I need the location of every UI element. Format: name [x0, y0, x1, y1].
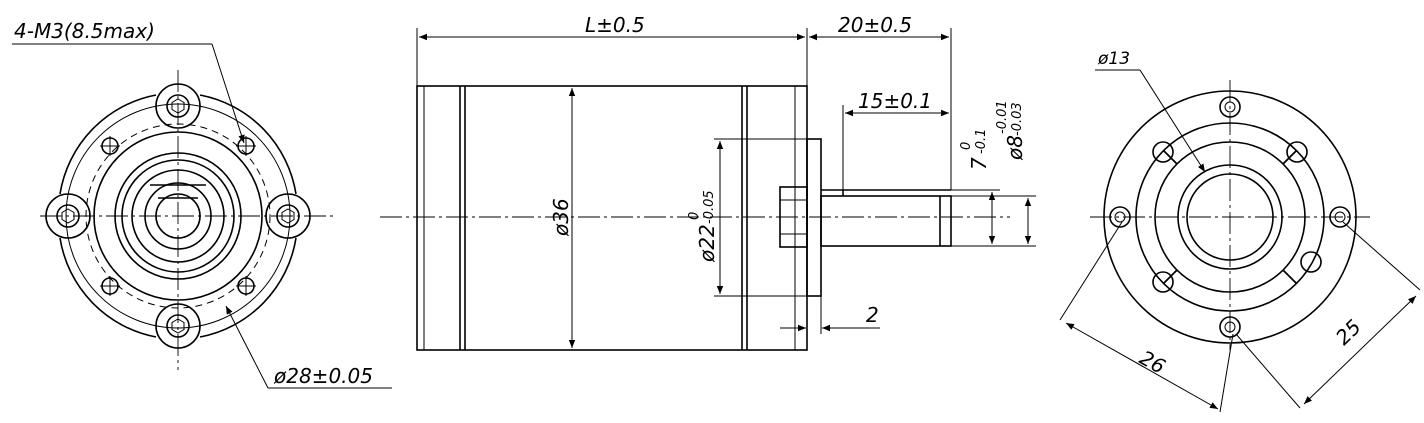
- side-flat-tol-lower: -0.1: [974, 129, 989, 154]
- side-pilot-length-label: 2: [866, 303, 879, 327]
- front-view: 4-M3(8.5max) ø28±0.05: [12, 19, 392, 389]
- side-pilot-tol-lower: -0.05: [702, 190, 717, 224]
- side-length-label: L±0.5: [585, 13, 645, 37]
- rear-view: ø13 26 25: [1059, 49, 1421, 413]
- side-view: L±0.5 20±0.5 15±0.1 ø36 ø22 0 -0.05 2 7: [380, 13, 1036, 351]
- side-flat-height-label: 7: [967, 157, 991, 170]
- side-shaft-tol-upper: -0.01: [995, 100, 1010, 134]
- front-pcd-label: ø28±0.05: [273, 364, 373, 388]
- side-flat-tol-upper: 0: [959, 142, 974, 150]
- rear-spacing-a-label: 26: [1136, 345, 1170, 378]
- side-pilot-tol-upper: 0: [687, 212, 702, 220]
- side-pilot-diameter-label: ø22: [695, 224, 719, 263]
- side-shaft-length-label: 20±0.5: [838, 13, 912, 37]
- side-shaft-diameter-label: ø8: [1003, 135, 1027, 161]
- side-shaft-tol-lower: -0.03: [1010, 102, 1025, 136]
- front-thread-label: 4-M3(8.5max): [14, 19, 155, 43]
- side-body-diameter-label: ø36: [549, 198, 573, 237]
- side-flat-length-label: 15±0.1: [858, 89, 932, 113]
- rear-spacing-b-label: 25: [1331, 315, 1366, 350]
- rear-hole-diameter-label: ø13: [1097, 49, 1130, 69]
